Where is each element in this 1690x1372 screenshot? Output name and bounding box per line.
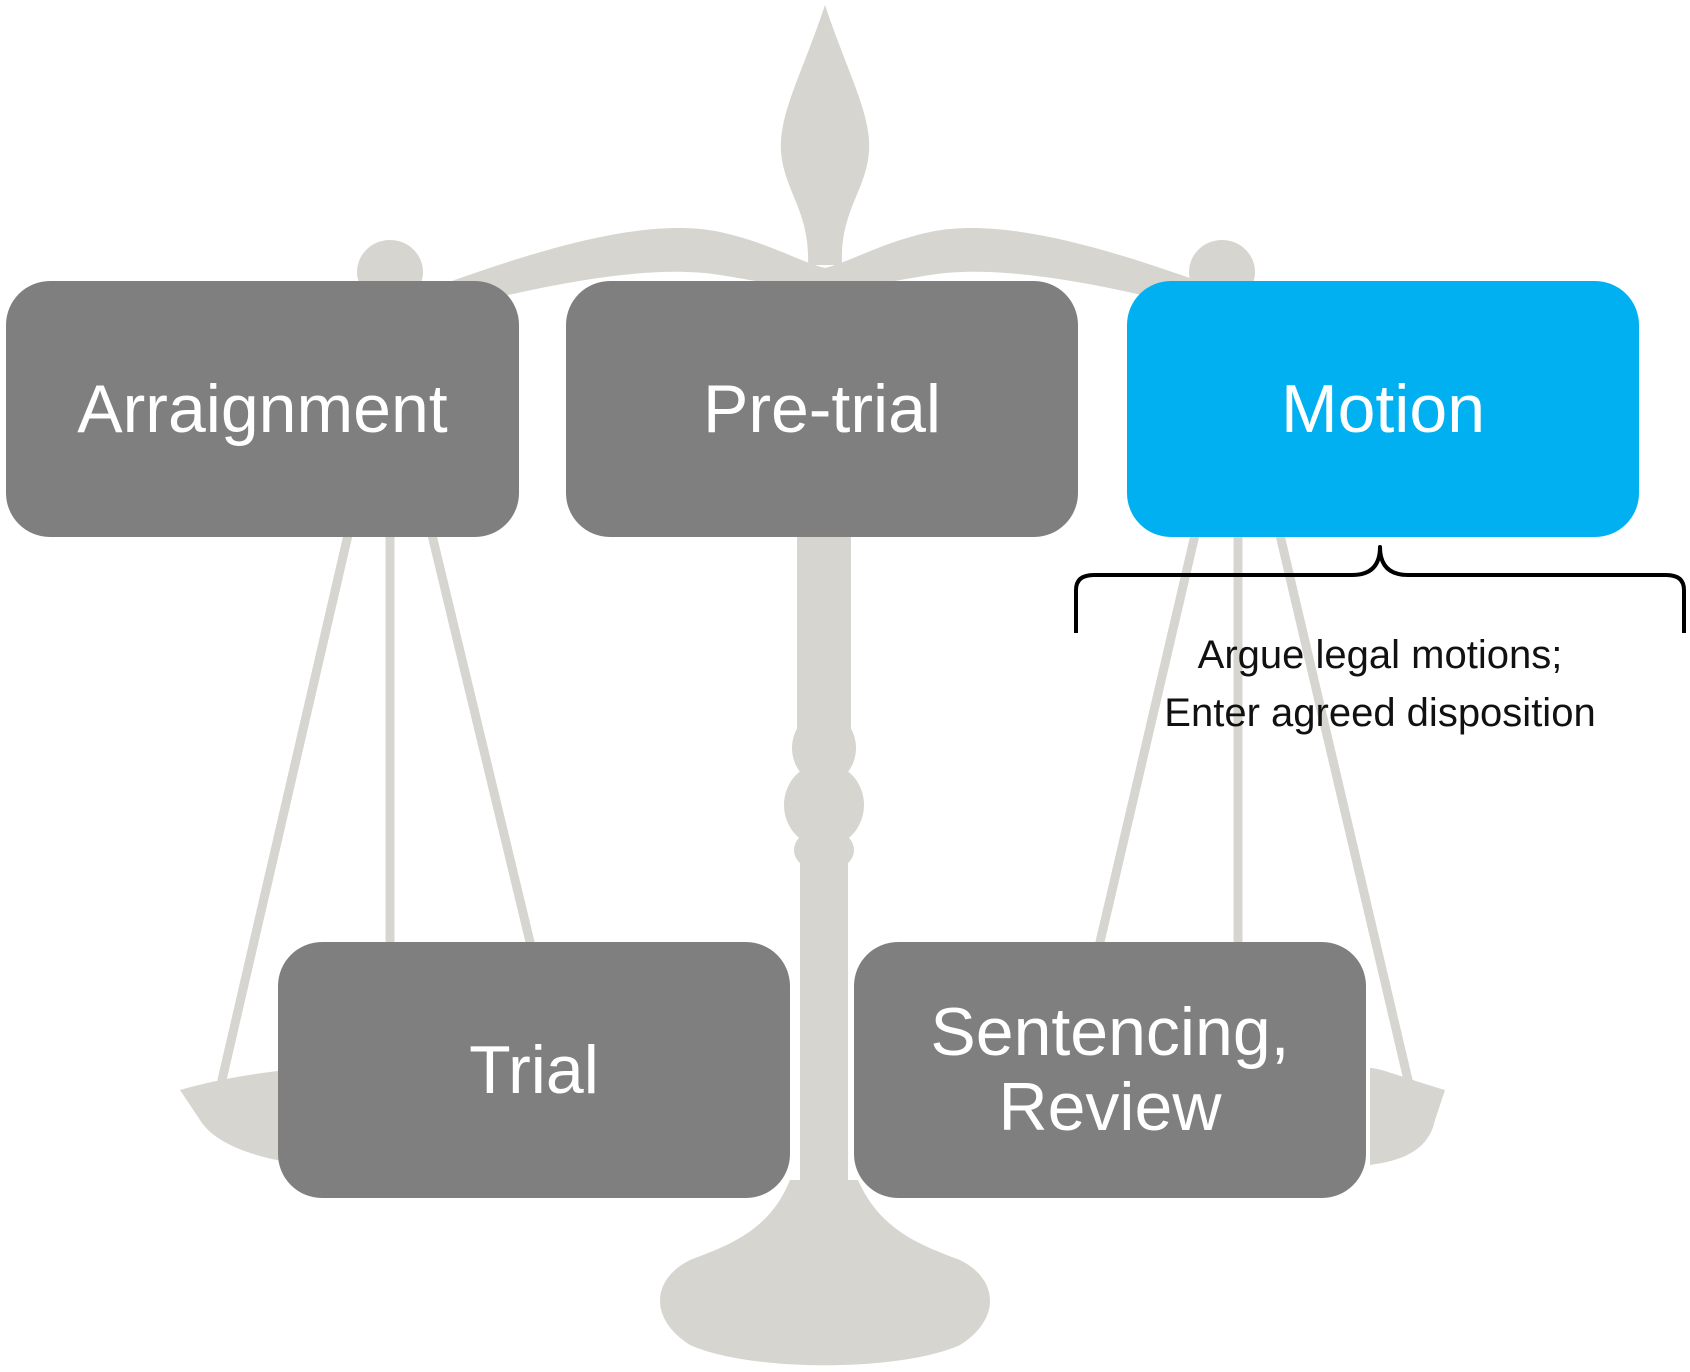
stage-motion[interactable]: Motion [1127,281,1639,537]
annotation-line-2: Enter agreed disposition [1164,691,1596,735]
curly-brace [1074,545,1686,633]
stage-pretrial[interactable]: Pre-trial [566,281,1078,537]
stage-trial[interactable]: Trial [278,942,790,1198]
stage-arraignment[interactable]: Arraignment [6,281,519,537]
motion-annotation: Argue legal motions; Enter agreed dispos… [1100,626,1660,742]
annotation-line-1: Argue legal motions; [1197,633,1563,677]
stage-sentencing-review[interactable]: Sentencing, Review [854,942,1366,1198]
